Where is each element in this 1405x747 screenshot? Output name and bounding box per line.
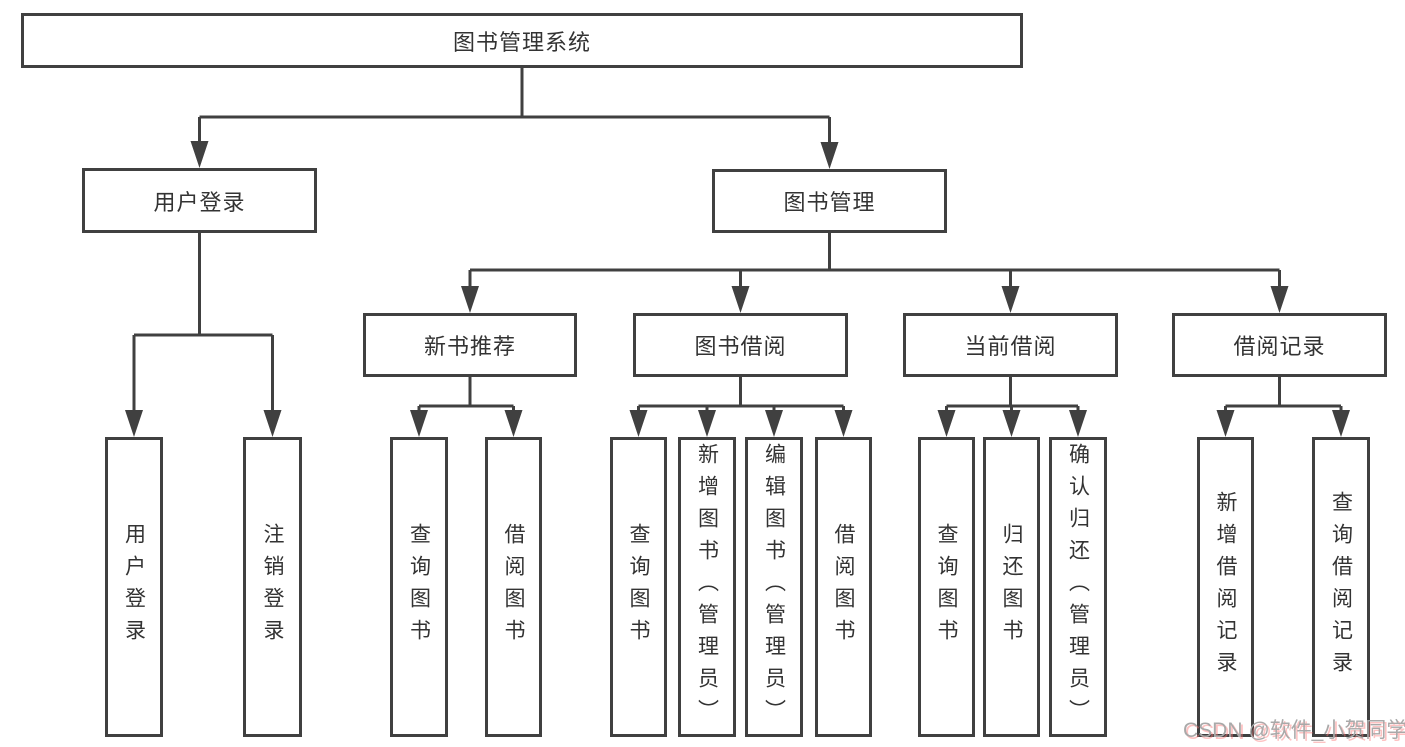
- node-label: 编辑图书（管理员）: [762, 443, 786, 731]
- leaf-query-book-current: 查询图书: [918, 437, 975, 737]
- node-label: 图书借阅: [694, 334, 787, 359]
- arrowhead: [1216, 410, 1235, 437]
- node-book-borrow: 图书借阅: [633, 313, 848, 377]
- arrowhead: [190, 141, 209, 168]
- arrowhead: [765, 410, 783, 437]
- leaf-logout: 注销登录: [243, 437, 302, 737]
- node-label: 查询借阅记录: [1329, 491, 1353, 683]
- arrowhead: [1002, 410, 1021, 437]
- node-label: 注销登录: [261, 523, 285, 651]
- watermark: CSDN @软件_小贺同学: [1183, 719, 1405, 742]
- leaf-query-borrow-record: 查询借阅记录: [1312, 437, 1370, 737]
- leaf-query-book-borrow: 查询图书: [610, 437, 667, 737]
- node-borrow-records: 借阅记录: [1172, 313, 1387, 377]
- node-label: 图书管理系统: [452, 29, 591, 55]
- leaf-borrow-book-recommend: 借阅图书: [485, 437, 542, 737]
- arrowhead: [125, 410, 143, 437]
- node-label: 确认归还（管理员）: [1066, 443, 1090, 731]
- arrowhead: [820, 142, 839, 169]
- node-root: 图书管理系统: [21, 13, 1023, 68]
- arrowhead: [1069, 410, 1087, 437]
- arrowhead: [461, 286, 479, 313]
- leaf-borrow-book: 借阅图书: [815, 437, 872, 737]
- node-label: 用户登录: [153, 189, 246, 215]
- leaf-return-book: 归还图书: [983, 437, 1040, 737]
- node-label: 新书推荐: [423, 334, 516, 359]
- node-label: 借阅图书: [832, 523, 856, 651]
- leaf-query-book-recommend: 查询图书: [390, 437, 448, 737]
- node-label: 借阅记录: [1233, 334, 1326, 359]
- node-label: 归还图书: [1000, 523, 1024, 651]
- arrowhead: [410, 410, 428, 437]
- leaf-edit-book-admin: 编辑图书（管理员）: [745, 437, 803, 737]
- leaf-confirm-return-admin: 确认归还（管理员）: [1049, 437, 1107, 737]
- leaf-add-borrow-record: 新增借阅记录: [1197, 437, 1254, 737]
- node-label: 用户登录: [122, 523, 146, 651]
- leaf-add-book-admin: 新增图书（管理员）: [678, 437, 736, 737]
- arrowhead: [1001, 286, 1020, 313]
- node-label: 新增借阅记录: [1214, 491, 1238, 683]
- arrowhead: [937, 410, 956, 437]
- arrowhead: [504, 410, 523, 437]
- node-label: 查询图书: [627, 523, 651, 651]
- node-label: 借阅图书: [502, 523, 526, 651]
- arrowhead: [1332, 410, 1350, 437]
- arrowhead: [731, 286, 750, 313]
- arrowhead: [698, 410, 716, 437]
- node-book-management: 图书管理: [712, 169, 947, 233]
- node-user-login-group: 用户登录: [82, 168, 317, 233]
- arrowhead: [834, 410, 853, 437]
- arrowhead: [263, 410, 282, 437]
- node-label: 当前借阅: [964, 334, 1057, 359]
- leaf-user-login: 用户登录: [105, 437, 163, 737]
- node-new-book-recommend: 新书推荐: [363, 313, 577, 377]
- arrowhead: [1270, 286, 1289, 313]
- node-label: 图书管理: [783, 190, 876, 215]
- node-label: 新增图书（管理员）: [695, 443, 719, 731]
- arrowhead: [629, 410, 648, 437]
- node-current-borrow: 当前借阅: [903, 313, 1118, 377]
- node-label: 查询图书: [407, 523, 431, 651]
- node-label: 查询图书: [935, 523, 959, 651]
